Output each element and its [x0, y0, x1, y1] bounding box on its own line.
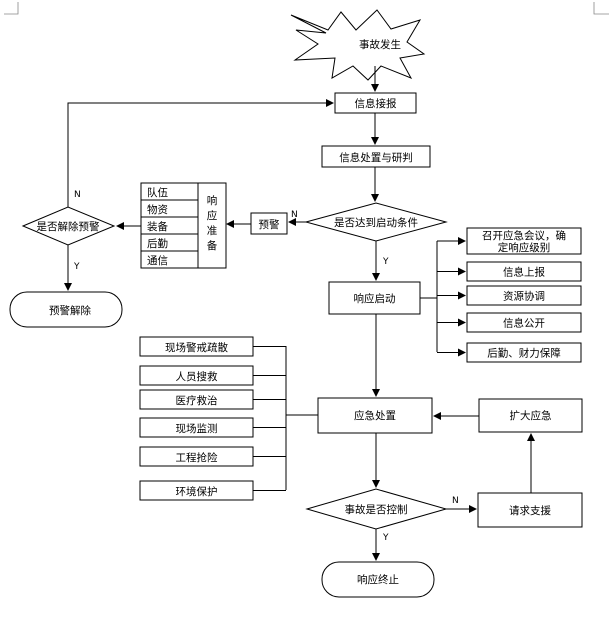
field-action-label: 人员搜救 — [176, 370, 218, 383]
start-action-box — [466, 227, 582, 255]
release-check-label: 是否解除预警 — [37, 220, 100, 233]
prep-title-char: 应 — [207, 209, 218, 222]
early-warning-node: 预警 — [250, 212, 288, 235]
info-report-label: 信息接报 — [355, 97, 397, 110]
release-yes-label: Y — [73, 262, 80, 272]
expand-response-label: 扩大应急 — [510, 409, 552, 422]
prep-item: 物资 — [147, 203, 168, 216]
prep-title-char: 备 — [207, 239, 218, 252]
prep-item: 后勤 — [147, 237, 168, 250]
warning-released-node: 预警解除 — [9, 291, 123, 328]
start-condition-label: 是否达到启动条件 — [334, 216, 418, 229]
field-action-label: 工程抢险 — [176, 451, 218, 464]
controlled-check-decision: 事故是否控制 — [305, 488, 448, 530]
emergency-handling-node: 应急处置 — [317, 397, 433, 434]
info-handling-label: 信息处置与研判 — [339, 151, 413, 164]
response-end-node: 响应终止 — [321, 561, 435, 598]
field-action-label: 现场监测 — [176, 422, 218, 435]
early-warning-label: 预警 — [259, 218, 280, 231]
response-start-label: 响应启动 — [354, 292, 396, 305]
release-no-label: N — [74, 190, 81, 200]
start-action-label: 信息公开 — [503, 317, 545, 330]
prep-title-char: 准 — [207, 225, 218, 237]
page-corner-mark — [593, 2, 609, 15]
prep-item: 队伍 — [147, 186, 168, 199]
prep-item: 通信 — [147, 255, 168, 267]
response-start-node: 响应启动 — [328, 281, 421, 315]
request-support-label: 请求支援 — [509, 504, 551, 517]
start-action-label: 召开应急会议，确 — [482, 229, 566, 242]
emergency-handling-label: 应急处置 — [354, 409, 396, 422]
info-report-node: 信息接报 — [334, 92, 417, 114]
warning-released-label: 预警解除 — [49, 304, 91, 317]
field-action-label: 现场警戒疏散 — [165, 341, 228, 354]
prep-title-char: 响 — [207, 194, 218, 207]
start-action-box — [466, 285, 582, 306]
start-action-label: 资源协调 — [503, 290, 545, 303]
start-action-label: 定响应级别 — [498, 241, 551, 254]
start-action-box — [466, 312, 582, 333]
prep-item: 装备 — [147, 220, 168, 233]
start-no-label: N — [291, 210, 298, 220]
start-action-box — [466, 261, 582, 282]
accident-occurs-node: 事故发生 — [290, 9, 426, 81]
release-check-decision: 是否解除预警 — [21, 206, 116, 246]
field-action-label: 环境保护 — [176, 485, 218, 498]
start-action-box — [466, 342, 582, 363]
start-condition-decision: 是否达到启动条件 — [304, 202, 448, 242]
start-action-label: 信息上报 — [503, 266, 545, 279]
expand-response-node: 扩大应急 — [478, 398, 583, 433]
request-support-node: 请求支援 — [477, 492, 583, 528]
accident-occurs-label: 事故发生 — [359, 38, 401, 51]
start-action-label: 后勤、财力保障 — [487, 347, 561, 360]
field-action-label: 医疗救治 — [176, 394, 218, 407]
response-end-label: 响应终止 — [357, 573, 399, 586]
connector — [67, 99, 334, 207]
page-corner-mark — [4, 2, 19, 15]
info-handling-node: 信息处置与研判 — [321, 145, 431, 168]
control-yes-label: Y — [382, 533, 389, 543]
start-yes-label: Y — [382, 257, 389, 267]
control-no-label: N — [452, 496, 459, 506]
controlled-check-label: 事故是否控制 — [345, 503, 408, 516]
